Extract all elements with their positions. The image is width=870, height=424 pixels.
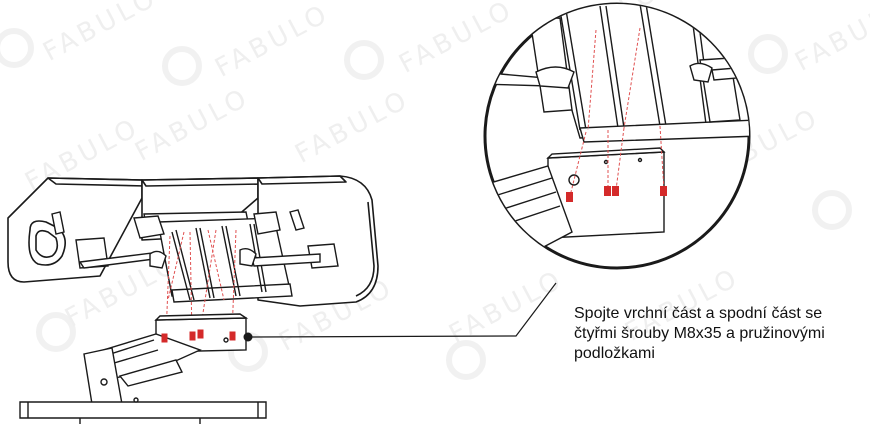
- watermark-logo: [446, 340, 486, 380]
- watermark-logo: [36, 312, 76, 352]
- caption-line: podložkami: [574, 345, 655, 362]
- watermark-logo: [748, 34, 788, 74]
- watermark-logo: [812, 190, 852, 230]
- bolts: [161, 329, 236, 343]
- watermark-logo: [0, 28, 34, 68]
- assembly-instruction-caption: Spojte vrchní část a spodní část se čtyř…: [574, 304, 866, 364]
- frame: [51, 209, 339, 303]
- base: [19, 313, 267, 424]
- table-top: [7, 175, 379, 307]
- watermark-logo: [162, 46, 202, 86]
- watermark-logo: [344, 40, 384, 80]
- caption-line: čtyřmi šrouby M8x35 a pružinovými: [574, 325, 825, 342]
- callout-leader: [247, 282, 557, 338]
- callout-dot: [243, 332, 253, 342]
- caption-line: Spojte vrchní část a spodní část se: [574, 305, 823, 322]
